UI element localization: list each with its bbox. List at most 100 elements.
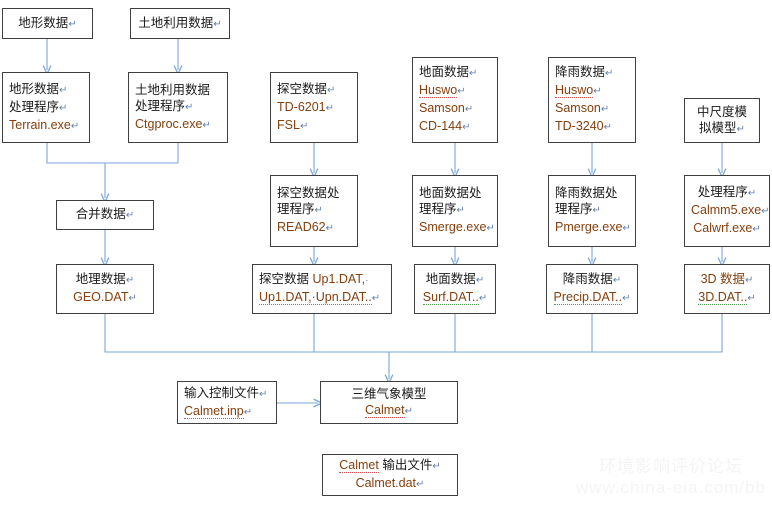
precip-processor-exe: Pmerge.exe: [555, 220, 623, 234]
geo-output-file: GEO.DAT: [73, 290, 129, 304]
node-landuse-data[interactable]: 土地利用数据↵: [130, 8, 230, 39]
mesoscale-output-label: 3D 数据: [700, 272, 746, 286]
node-mesoscale-model[interactable]: 中尺度模 拟模型↵: [684, 98, 760, 143]
surface-data-src1: Huswo: [419, 83, 458, 98]
node-geo-output[interactable]: 地理数据↵ GEO.DAT↵: [56, 264, 154, 314]
calmet-output-label: 输出文件: [382, 458, 433, 472]
node-surface-processor[interactable]: 地面数据处 理程序↵ Smerge.exe↵: [412, 175, 498, 247]
upper-air-data-src1: TD-6201: [277, 99, 326, 114]
terrain-processor-exe: Terrain.exe: [9, 117, 71, 132]
precip-data-src2: Samson: [555, 101, 601, 115]
geo-output-label: 地理数据: [75, 272, 126, 286]
pilcrow-mark: ↵: [600, 104, 610, 115]
node-mesoscale-processor[interactable]: 处理程序↵ Calmm5.exe↵ Calwrf.exe↵: [684, 175, 770, 247]
node-upper-air-processor[interactable]: 探空数据处 理程序↵ READ62↵: [270, 175, 358, 247]
landuse-data-label: 土地利用数据: [138, 15, 214, 30]
pilcrow-mark: ↵: [622, 223, 631, 234]
surface-processor-exe: Smerge.exe: [419, 220, 487, 234]
calmet-output-file: Calmet.dat: [355, 476, 417, 490]
pilcrow-mark: ↵: [185, 101, 194, 113]
surface-processor-line2: 理程序: [419, 202, 457, 216]
node-mesoscale-output[interactable]: 3D 数据↵ 3D.DAT..↵: [684, 264, 770, 314]
pilcrow-mark: ↵: [747, 188, 757, 199]
node-calmet-output[interactable]: Calmet 输出文件↵ Calmet.dat↵: [322, 454, 458, 496]
landuse-processor-line2: 处理程序: [135, 98, 186, 113]
precip-processor-line1: 降雨数据处: [555, 186, 618, 200]
node-precip-processor[interactable]: 降雨数据处 理程序↵ Pmerge.exe↵: [548, 175, 636, 247]
landuse-processor-exe: Ctgproc.exe: [135, 116, 203, 131]
precip-data-src3: TD-3240: [555, 119, 604, 133]
pilcrow-mark: ↵: [457, 86, 466, 97]
precip-data-label: 降雨数据: [555, 65, 606, 79]
node-precip-output[interactable]: 降雨数据↵ Precip.DAT..↵: [546, 264, 638, 314]
node-merge-data[interactable]: 合并数据↵: [56, 200, 154, 230]
terrain-data-label: 地形数据: [18, 15, 69, 30]
pilcrow-mark: ↵: [125, 275, 135, 286]
pilcrow-mark: ↵: [125, 210, 135, 221]
pilcrow-mark: ↵: [592, 205, 601, 216]
pilcrow-mark: ↵: [432, 461, 441, 472]
pilcrow-mark: ↵: [371, 293, 381, 304]
precip-output-file: Precip.DAT..: [553, 290, 623, 305]
pilcrow-mark: ↵: [478, 293, 488, 304]
pilcrow-mark: ↵: [128, 293, 137, 304]
landuse-processor-line1: 土地利用数据: [135, 82, 211, 97]
node-terrain-data[interactable]: 地形数据↵: [2, 8, 93, 39]
pilcrow-mark: ↵: [327, 84, 336, 96]
node-upper-air-output[interactable]: 探空数据 Up1.DAT,· Up1.DAT,·Upn.DAT..↵: [252, 264, 392, 314]
upper-air-data-label: 探空数据: [277, 81, 328, 96]
pilcrow-mark: ↵: [243, 406, 253, 418]
watermark-line2: www.china-eia.com/bb: [575, 478, 766, 497]
pilcrow-mark: ↵: [416, 479, 425, 490]
calmet-output-prefix: Calmet: [339, 458, 379, 473]
pilcrow-mark: ↵: [68, 18, 77, 30]
pilcrow-mark: ↵: [299, 120, 309, 132]
surface-data-src3: CD-144: [419, 119, 463, 133]
control-file-name: Calmet.inp: [184, 403, 244, 419]
pilcrow-mark: ↵: [612, 275, 622, 286]
node-landuse-processor[interactable]: 土地利用数据 处理程序↵ Ctgproc.exe↵: [128, 72, 228, 143]
pilcrow-mark: ↵: [213, 18, 222, 30]
node-calmet-model[interactable]: 三维气象模型 Calmet↵: [320, 381, 458, 424]
pilcrow-mark: ↵: [314, 205, 323, 216]
pilcrow-mark: ↵: [325, 223, 335, 234]
pilcrow-mark: ↵: [464, 104, 474, 115]
pilcrow-mark: ↵: [761, 206, 770, 217]
upper-air-processor-exe: READ62: [277, 220, 326, 234]
pilcrow-mark: ↵: [486, 223, 495, 234]
calmet-model-name: Calmet: [365, 402, 405, 418]
surface-data-label: 地面数据: [419, 65, 470, 79]
pilcrow-mark: ↵: [59, 102, 68, 114]
node-surface-output[interactable]: 地面数据↵ Surf.DAT..↵: [414, 264, 496, 314]
pilcrow-mark: ↵: [603, 122, 613, 133]
node-precip-data[interactable]: 降雨数据↵ Huswo↵ Samson↵ TD-3240↵: [548, 57, 636, 143]
pilcrow-mark: ↵: [456, 205, 465, 216]
precip-processor-line2: 理程序: [555, 202, 593, 216]
mesoscale-output-file: 3D.DAT..: [698, 290, 748, 305]
upper-air-processor-line1: 探空数据处: [277, 186, 340, 200]
mesoscale-processor-exe2: Calwrf.exe: [693, 221, 753, 235]
pilcrow-mark: ↵: [475, 275, 485, 286]
node-upper-air-data[interactable]: 探空数据↵ TD-6201↵ FSL↵: [270, 72, 358, 143]
pilcrow-mark: ↵: [593, 86, 602, 97]
surface-processor-line1: 地面数据处: [419, 186, 482, 200]
node-surface-data[interactable]: 地面数据↵ Huswo↵ Samson↵ CD-144↵: [412, 57, 498, 143]
watermark: 环境影响评价论坛 www.china-eia.com/bb: [576, 456, 766, 498]
surface-output-file: Surf.DAT..: [422, 290, 479, 305]
surface-output-label: 地面数据: [425, 272, 476, 286]
calmet-model-label: 三维气象模型: [351, 386, 427, 401]
upper-air-data-src2: FSL: [277, 117, 300, 132]
terrain-processor-line2: 处理程序: [9, 99, 60, 114]
mesoscale-processor-exe1: Calmm5.exe: [691, 203, 762, 217]
pilcrow-mark: ↵: [747, 293, 756, 304]
pilcrow-mark: ↵: [325, 102, 335, 114]
surface-data-src2: Samson: [419, 101, 465, 115]
mesoscale-model-line1: 中尺度模: [696, 104, 747, 119]
upper-air-output-file2: Up1.DAT,·Upn.DAT..: [259, 290, 372, 305]
node-terrain-processor[interactable]: 地形数据↵ 处理程序↵ Terrain.exe↵: [2, 72, 90, 143]
pilcrow-mark: ↵: [752, 224, 761, 235]
pilcrow-mark: ↵: [462, 122, 471, 133]
node-control-file[interactable]: 输入控制文件↵ Calmet.inp↵: [177, 381, 277, 424]
terrain-processor-line1: 地形数据: [9, 81, 60, 96]
pilcrow-mark: ↵: [259, 388, 268, 400]
